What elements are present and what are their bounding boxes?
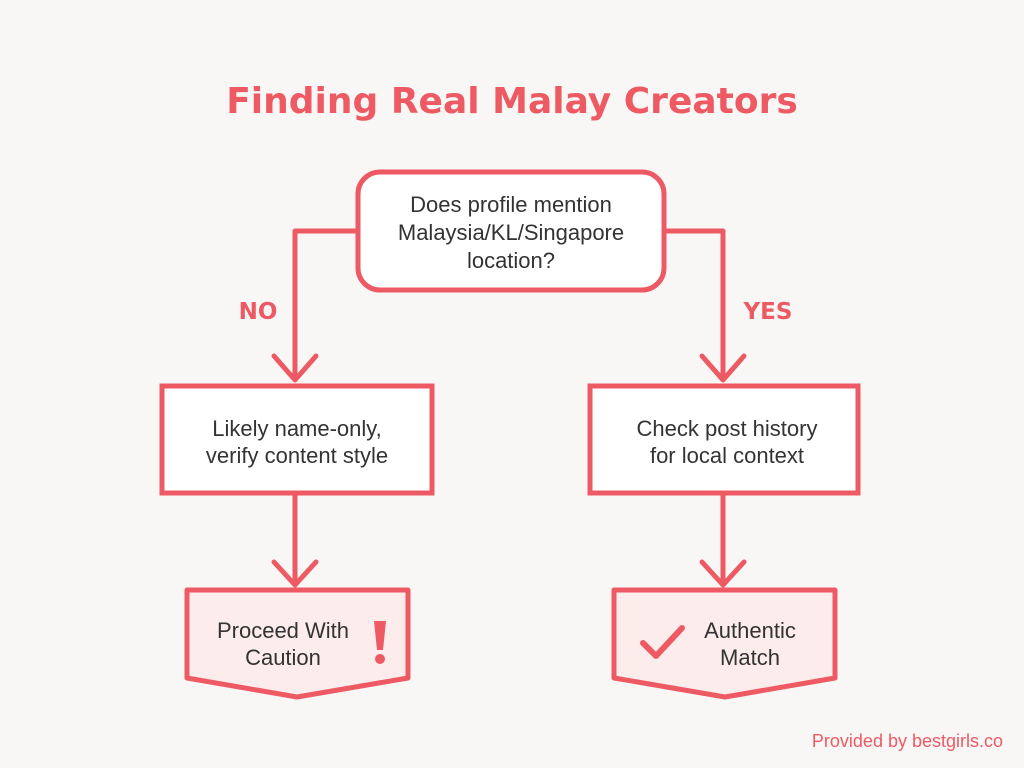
decision-node: Does profile mention Malaysia/KL/Singapo… xyxy=(355,169,667,293)
footer-credit: Provided by bestgirls.co xyxy=(812,731,1003,751)
left-down-connector xyxy=(271,490,319,588)
left-outcome-node: Proceed With Caution xyxy=(184,587,411,700)
left-outcome-line-1: Proceed With xyxy=(217,618,349,643)
checkmark-icon xyxy=(640,625,685,659)
right-outcome-shape xyxy=(611,587,838,700)
right-process-node: Check post history for local context xyxy=(587,383,861,496)
yes-connector xyxy=(661,228,747,383)
no-branch-label: NO xyxy=(239,299,278,325)
exclamation-icon xyxy=(374,621,386,664)
left-outcome-line-2: Caution xyxy=(245,645,321,670)
no-connector-line xyxy=(292,228,361,381)
left-down-arrowhead xyxy=(271,559,319,588)
right-outcome-node: Authentic Match xyxy=(611,587,838,700)
yes-connector-line xyxy=(661,228,726,381)
no-connector xyxy=(271,228,361,383)
right-outcome-line-1: Authentic xyxy=(704,618,796,643)
left-process-line-2: verify content style xyxy=(206,443,388,468)
right-process-line-1: Check post history xyxy=(637,416,818,441)
left-process-node: Likely name-only, verify content style xyxy=(159,383,435,496)
right-process-line-2: for local context xyxy=(650,443,804,468)
right-down-arrowhead xyxy=(699,559,747,588)
page-title: Finding Real Malay Creators xyxy=(226,81,798,122)
right-down-connector xyxy=(699,490,747,588)
left-outcome-shape xyxy=(184,587,411,700)
left-process-box xyxy=(159,383,435,496)
right-outcome-line-2: Match xyxy=(720,645,780,670)
decision-line-3: location? xyxy=(467,248,555,273)
decision-line-1: Does profile mention xyxy=(410,192,612,217)
decision-line-2: Malaysia/KL/Singapore xyxy=(398,220,624,245)
left-process-line-1: Likely name-only, xyxy=(212,416,382,441)
yes-arrowhead xyxy=(699,353,747,383)
no-arrowhead xyxy=(271,353,319,383)
yes-branch-label: YES xyxy=(743,299,793,325)
